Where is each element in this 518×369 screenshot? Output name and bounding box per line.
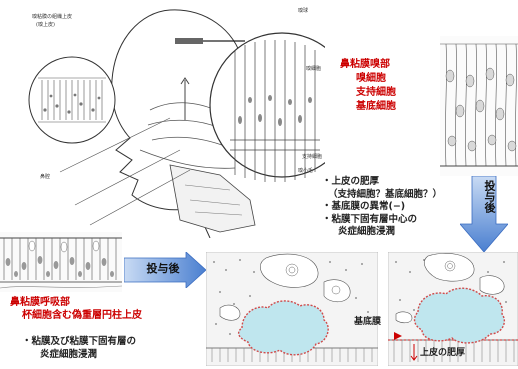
finding-line: ・上皮の肥厚 bbox=[322, 176, 472, 189]
inflamed-tissue-panel bbox=[206, 252, 378, 366]
finding-line: 炎症細胞浸潤 bbox=[322, 226, 472, 239]
olfactory-legend: 鼻粘膜嗅部 嗅細胞 支持細胞 基底細胞 bbox=[340, 58, 440, 114]
olfactory-legend-item: 支持細胞 bbox=[340, 86, 440, 100]
inset-caption-2: (嗅上皮) bbox=[36, 21, 55, 28]
respiratory-legend-title: 鼻粘膜呼吸部 bbox=[10, 296, 210, 309]
inset-caption-1: 嗅粘膜の組織上皮 bbox=[32, 13, 72, 20]
finding-line: ・粘膜下固有層中心の bbox=[322, 214, 472, 227]
respiratory-legend: 鼻粘膜呼吸部 杯細胞含む偽重層円柱上皮 bbox=[10, 296, 210, 322]
epithelial-thickening-label: 上皮の肥厚 bbox=[420, 348, 465, 359]
nasal-anatomy-illustration: 嗅粘膜の組織上皮 (嗅上皮) 嗅球 嗅細胞 支持細胞 嗅小毛 鼻腔 bbox=[20, 0, 325, 238]
horizontal-arrow-label: 投与後 bbox=[138, 262, 188, 276]
respiratory-epithelium-histology bbox=[0, 232, 122, 292]
olfactory-legend-title: 鼻粘膜嗅部 bbox=[340, 58, 440, 72]
olfactory-epithelium-histology bbox=[440, 36, 518, 176]
finding-line: 炎症細胞浸潤 bbox=[22, 349, 202, 362]
center-findings: ・上皮の肥厚 （支持細胞？基底細胞？） ・基底膜の異常(−) ・粘膜下固有層中心… bbox=[322, 176, 472, 239]
olfactory-legend-item: 嗅細胞 bbox=[340, 72, 440, 86]
basement-membrane-label: 基底膜 bbox=[354, 317, 381, 328]
callout-label-3: 支持細胞 bbox=[302, 153, 322, 160]
finding-line: （支持細胞？基底細胞？） bbox=[322, 189, 472, 202]
finding-line: ・基底膜の異常(−) bbox=[322, 201, 472, 214]
callout-label-4: 嗅小毛 bbox=[298, 167, 313, 174]
respiratory-legend-subtitle: 杯細胞含む偽重層円柱上皮 bbox=[10, 309, 210, 322]
callout-label-2: 嗅細胞 bbox=[306, 65, 321, 72]
finding-line: ・粘膜及び粘膜下固有層の bbox=[22, 336, 202, 349]
olfactory-legend-item: 基底細胞 bbox=[340, 100, 440, 114]
bottom-sketch-label: 鼻腔 bbox=[40, 173, 50, 180]
vertical-arrow-label: 投与後 bbox=[472, 180, 496, 213]
callout-label-1: 嗅球 bbox=[298, 7, 308, 14]
respiratory-findings: ・粘膜及び粘膜下固有層の 炎症細胞浸潤 bbox=[22, 336, 202, 361]
